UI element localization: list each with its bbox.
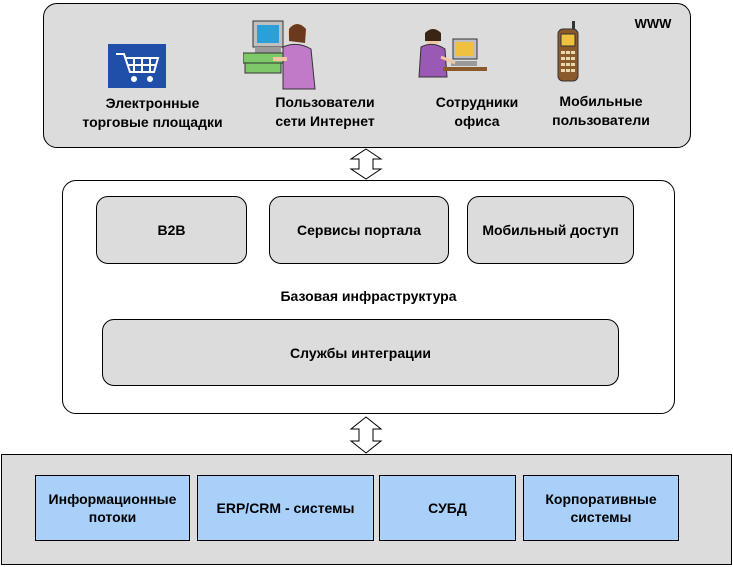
base-infrastructure-label: Базовая инфраструктура xyxy=(280,288,457,304)
service-b2b: B2B xyxy=(96,196,247,264)
internet-user-icon xyxy=(243,19,321,91)
user-label-office: Сотрудники офиса xyxy=(435,94,519,129)
bidirectional-arrow-icon xyxy=(344,148,388,180)
user-label-mobile: Мобильные пользователи xyxy=(552,93,650,128)
service-portal: Сервисы портала xyxy=(269,196,449,264)
office-worker-icon xyxy=(417,27,489,83)
bidirectional-arrow-icon-2 xyxy=(344,416,388,454)
user-label-marketplaces: Электронные торговые площадки xyxy=(82,95,223,130)
shopping-cart-icon xyxy=(108,44,166,88)
integration-services: Службы интеграции xyxy=(102,319,619,386)
mobile-phone-icon xyxy=(556,21,580,83)
user-label-internet: Пользователи сети Интернет xyxy=(275,94,375,129)
www-label: WWW xyxy=(634,16,672,31)
system-erp-crm: ERP/CRM - системы xyxy=(197,475,374,541)
service-mobile-access: Мобильный доступ xyxy=(467,196,634,264)
system-dbms: СУБД xyxy=(379,475,516,541)
